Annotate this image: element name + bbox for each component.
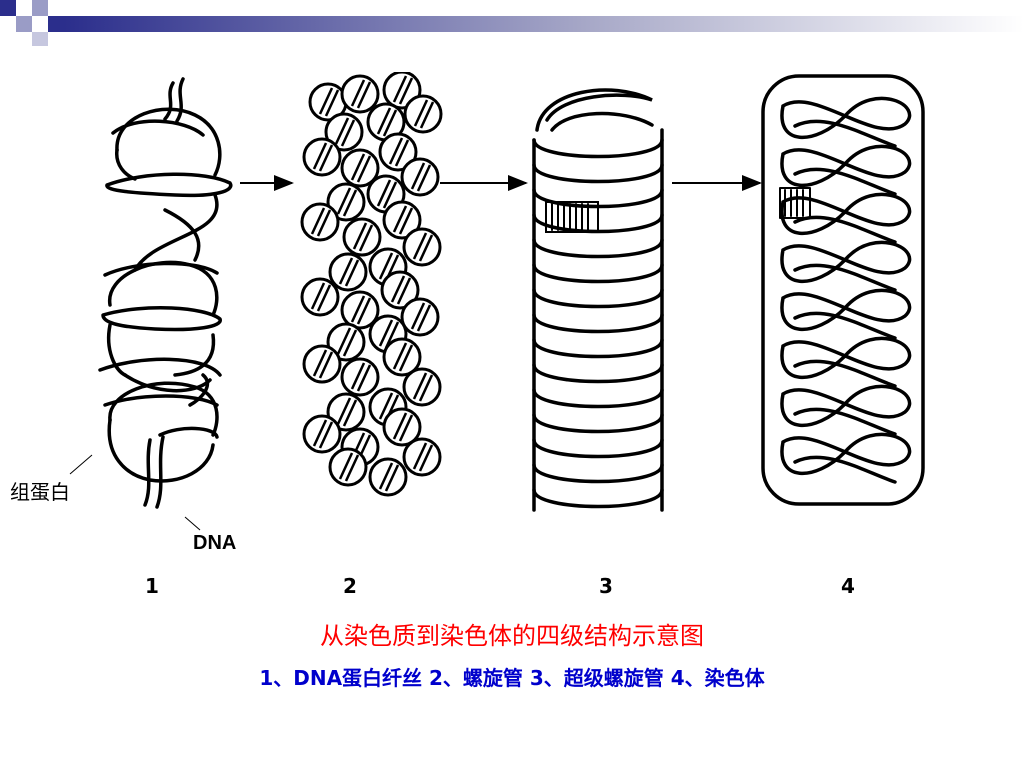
stage-number-3: 3 <box>599 574 613 598</box>
figure-title: 从染色质到染色体的四级结构示意图 <box>320 622 704 650</box>
header-decoration <box>0 0 1024 46</box>
histone-label: 组蛋白 <box>10 480 70 504</box>
stage-4-chromosome <box>761 74 925 506</box>
figure-subtitle: 1、DNA蛋白纤丝 2、螺旋管 3、超级螺旋管 4、染色体 <box>259 666 765 690</box>
stage-2-solenoid <box>300 72 443 497</box>
stage-3-supersolenoid <box>532 88 664 512</box>
stage-1-dna-protein-fiber <box>98 77 233 509</box>
stage-number-1: 1 <box>145 574 159 598</box>
dna-label: DNA <box>193 532 237 554</box>
stage-number-4: 4 <box>841 574 855 598</box>
stage-number-2: 2 <box>343 574 357 598</box>
